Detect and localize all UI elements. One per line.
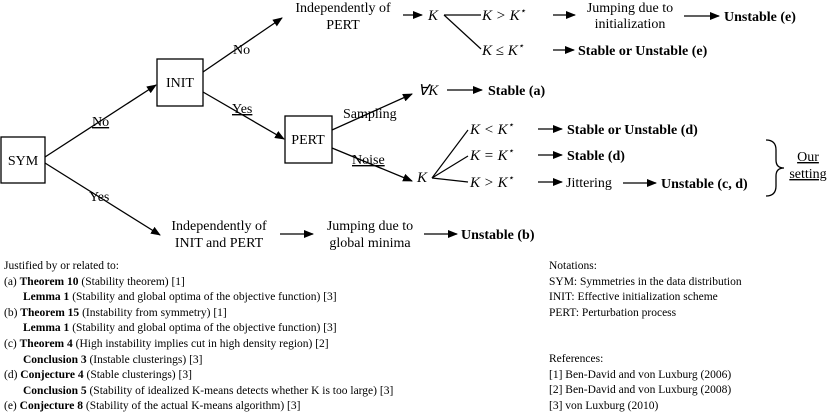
justified-prefix: (c) (4, 337, 20, 350)
justified-result-name: Conjecture 8 (19, 400, 83, 413)
edge-k-gt (431, 177, 469, 183)
references-section: References: [1] Ben-David and von Luxbur… (549, 352, 731, 414)
justified-line: (d) Conjecture 4 (Stable clusterings) [3… (4, 368, 393, 384)
edge-label-noise: Noise (352, 153, 385, 168)
justified-description: (Stability and global optima of the obje… (69, 322, 337, 335)
edge-label-no-lower: No (92, 115, 109, 130)
edge-k-le-top (443, 14, 482, 50)
justified-prefix: (d) (4, 369, 21, 382)
jump-glob-line1: Jumping due to (327, 219, 413, 234)
justified-line: Lemma 1 (Stability and global optima of … (4, 321, 393, 337)
edge-label-yes-lower: Yes (89, 190, 109, 205)
notation-pert: PERT: Perturbation process (549, 306, 677, 319)
justified-result-name: Theorem 4 (19, 337, 73, 350)
justified-result-name: Conclusion 5 (23, 384, 87, 397)
sym-box (0, 136, 46, 184)
justified-result-name: Theorem 10 (19, 275, 79, 288)
justified-description: (Instable clusterings) [3] (86, 353, 203, 366)
indep-pert-line2: PERT (326, 18, 360, 33)
edge-init-pert (202, 91, 285, 140)
indep-both-line2: INIT and PERT (175, 236, 264, 251)
jittering-label: Jittering (566, 176, 612, 191)
justified-line: (c) Theorem 4 (High instability implies … (4, 337, 393, 353)
justified-heading: Justified by or related to: (4, 260, 119, 272)
justified-line: (a) Theorem 10 (Stability theorem) [1] (4, 275, 393, 291)
edge-pert-sampling (331, 93, 413, 131)
justified-result-name: Conjecture 4 (20, 369, 84, 382)
justified-line: (b) Theorem 15 (Instability from symmetr… (4, 306, 393, 322)
justified-description: (High instability implies cut in high de… (72, 337, 329, 350)
justified-result-name: Lemma 1 (23, 291, 70, 304)
init-box (156, 58, 204, 107)
forall-k: ∀K (418, 83, 439, 99)
justified-result-name: Theorem 15 (20, 306, 80, 319)
sym-label: SYM (8, 154, 39, 169)
outcome-stable-d: Stable (d) (567, 149, 625, 164)
notation-init: INIT: Effective initialization scheme (549, 291, 718, 304)
cond-k-lt: K < K⋆ (469, 120, 514, 138)
reference-3: [3] von Luxburg (2010) (549, 399, 659, 412)
jump-init-line2: initialization (595, 17, 666, 32)
cond-k-le-top: K ≤ K⋆ (481, 41, 524, 59)
justified-description: (Instability from symmetry) [1] (79, 306, 227, 319)
justified-description: (Stable clusterings) [3] (83, 369, 192, 382)
indep-pert-line1: Independently of (295, 1, 391, 16)
edge-sym-init (44, 84, 157, 158)
justified-list: (a) Theorem 10 (Stability theorem) [1]Le… (4, 275, 393, 413)
notation-sym: SYM: Symmetries in the data distribution (549, 275, 742, 288)
edge-label-sampling: Sampling (343, 107, 397, 122)
justified-description: (Stability theorem) [1] (78, 275, 185, 288)
our-setting-line2: setting (789, 167, 826, 182)
cond-k-gt-top: K > K⋆ (481, 6, 526, 24)
pert-box (284, 115, 333, 164)
our-setting-line1: Our (797, 150, 819, 165)
notations-heading: Notations: (549, 260, 597, 272)
jump-init-line1: Jumping due to (587, 1, 673, 16)
jump-glob-line2: global minima (329, 236, 411, 251)
edge-init-indep-pert (202, 17, 283, 73)
edge-pert-noise (331, 147, 413, 182)
outcome-stable-a: Stable (a) (488, 84, 546, 99)
cond-k-gt: K > K⋆ (469, 173, 514, 191)
justified-prefix: (e) (4, 400, 20, 413)
init-label: INIT (166, 76, 194, 91)
notations-section: Notations: SYM: Symmetries in the data d… (549, 259, 742, 321)
outcome-stable-unstable-d: Stable or Unstable (d) (567, 123, 698, 138)
references-heading: References: (549, 353, 604, 365)
outcome-unstable-cd: Unstable (c, d) (661, 177, 748, 192)
justified-line: Conclusion 5 (Stability of idealized K-m… (4, 384, 393, 400)
edge-label-yes-upper: Yes (232, 102, 252, 117)
edge-k-lt (431, 129, 469, 179)
cond-k-eq: K = K⋆ (469, 146, 514, 164)
justified-result-name: Lemma 1 (23, 322, 70, 335)
edge-label-no-upper: No (233, 43, 250, 58)
justified-line: Conclusion 3 (Instable clusterings) [3] (4, 353, 393, 369)
edge-k-eq (431, 155, 469, 179)
k-noise: K (416, 170, 428, 186)
pert-label: PERT (291, 133, 325, 148)
outcome-stable-unstable-e: Stable or Unstable (e) (578, 44, 708, 59)
justified-line: (e) Conjecture 8 (Stability of the actua… (4, 399, 393, 415)
reference-1: [1] Ben-David and von Luxburg (2006) (549, 368, 732, 381)
outcome-unstable-e: Unstable (e) (724, 10, 796, 25)
outcome-unstable-b: Unstable (b) (461, 228, 535, 243)
justified-section: Justified by or related to: (a) Theorem … (4, 259, 393, 413)
justified-description: (Stability and global optima of the obje… (69, 291, 337, 304)
justified-result-name: Conclusion 3 (23, 353, 87, 366)
justified-prefix: (a) (4, 275, 20, 288)
justified-description: (Stability of the actual K-means algorit… (82, 400, 301, 413)
our-setting-brace (765, 139, 785, 197)
justified-line: Lemma 1 (Stability and global optima of … (4, 290, 393, 306)
indep-both-line1: Independently of (171, 219, 267, 234)
justified-description: (Stability of idealized K-means detects … (86, 384, 394, 397)
edge-sym-indep-both (44, 162, 161, 236)
k-top: K (427, 8, 439, 24)
justified-prefix: (b) (4, 306, 21, 319)
reference-2: [2] Ben-David and von Luxburg (2008) (549, 384, 732, 397)
